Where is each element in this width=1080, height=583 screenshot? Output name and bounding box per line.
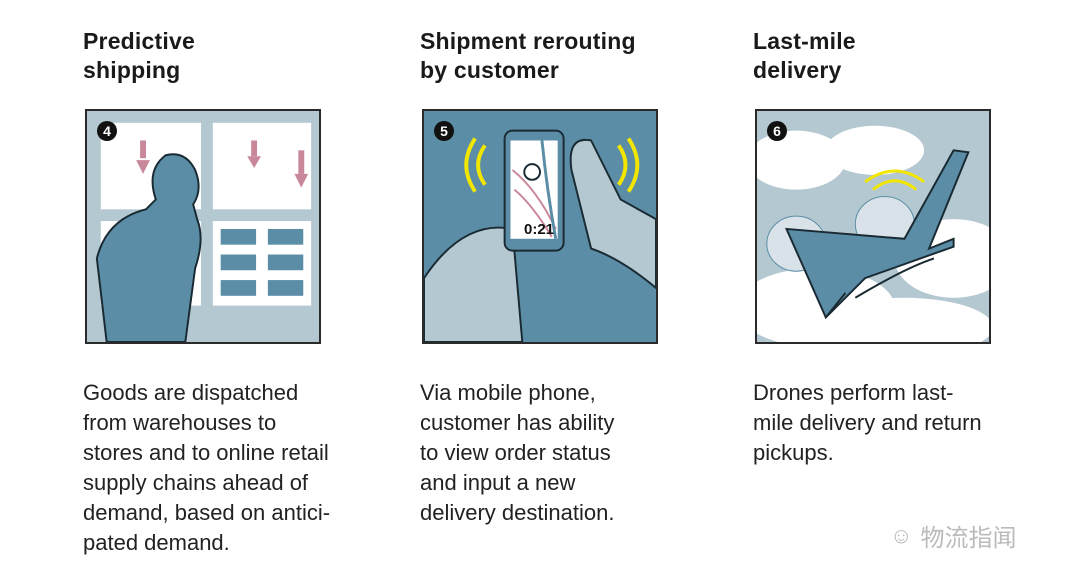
title-line: delivery [753,57,842,83]
body-line: demand, based on antici- [83,500,331,525]
phone-time-display: 0:21 [524,221,555,238]
illustration-man-viewing-boards: 4 [85,109,321,344]
title-line: Last-mile [753,28,856,54]
warehouse-boards-illustration [95,122,312,342]
wechat-icon: ☺ [890,522,913,548]
body-line: and input a new [420,470,576,495]
body-line: stores and to online retail [83,440,329,465]
column-description: Drones perform last- mile delivery and r… [753,378,982,468]
column-title: Last-mile delivery [753,27,856,85]
body-line: delivery destination. [420,500,615,525]
column-description: Via mobile phone, customer has ability t… [420,378,614,528]
body-line: Drones perform last- [753,380,954,405]
title-line: Predictive [83,28,195,54]
body-line: to view order status [420,440,611,465]
title-line: by customer [420,57,559,83]
column-title: Shipment rerouting by customer [420,27,636,85]
illustration-drone: 6 [755,109,991,344]
title-line: shipping [83,57,181,83]
wechat-watermark: ☺ 物流指闻 [890,518,1016,553]
body-line: pickups. [753,440,834,465]
body-line: Via mobile phone, [420,380,596,405]
column-description: Goods are dispatched from warehouses to … [83,378,330,558]
step-number-badge: 5 [434,121,454,141]
step-number-badge: 6 [767,121,787,141]
body-line: Goods are dispatched [83,380,299,405]
drone-illustration [757,111,989,342]
title-line: Shipment rerouting [420,28,636,54]
column-title: Predictive shipping [83,27,195,85]
watermark-text: 物流指闻 [920,525,1017,552]
body-line: supply chains ahead of [83,470,309,495]
body-line: pated demand. [83,530,230,555]
body-line: from warehouses to [83,410,277,435]
body-line: customer has ability [420,410,615,435]
phone-illustration [424,129,656,342]
step-number-badge: 4 [97,121,117,141]
illustration-phone-in-hands: 0:21 5 [422,109,658,344]
body-line: mile delivery and return [753,410,982,435]
